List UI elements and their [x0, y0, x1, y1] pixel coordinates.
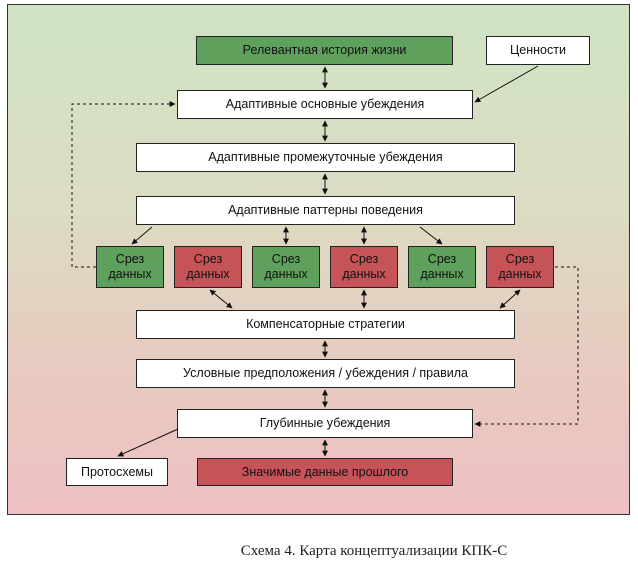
protoschemas-box: Протосхемы [66, 458, 168, 486]
data-slice-2: Срез данных [174, 246, 242, 288]
data-slice-4: Срез данных [330, 246, 398, 288]
diagram-caption: Схема 4. Карта концептуализации КПК-С [240, 543, 508, 559]
data-slice-3: Срез данных [252, 246, 320, 288]
adaptive-behavior-patterns-box: Адаптивные паттерны поведения [136, 196, 515, 225]
data-slice-5: Срез данных [408, 246, 476, 288]
data-slice-6: Срез данных [486, 246, 554, 288]
values-box: Ценности [486, 36, 590, 65]
relevant-history-box: Релевантная история жизни [196, 36, 453, 65]
adaptive-intermediate-beliefs-box: Адаптивные промежуточные убеждения [136, 143, 515, 172]
significant-past-data-box: Значимые данные прошлого [197, 458, 453, 486]
adaptive-core-beliefs-box: Адаптивные основные убеждения [177, 90, 473, 119]
core-beliefs-box: Глубинные убеждения [177, 409, 473, 438]
data-slice-1: Срез данных [96, 246, 164, 288]
compensatory-strategies-box: Компенсаторные стратегии [136, 310, 515, 339]
conditional-assumptions-box: Условные предположения / убеждения / пра… [136, 359, 515, 388]
